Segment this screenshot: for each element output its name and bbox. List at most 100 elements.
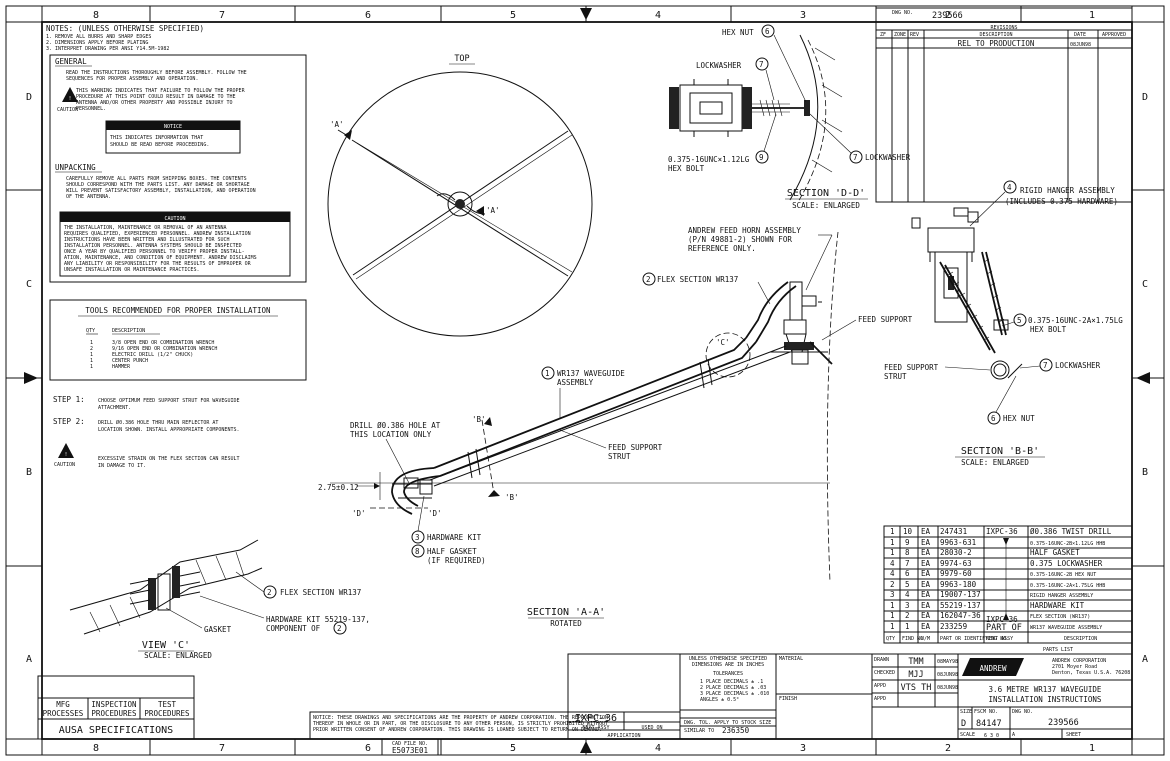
col-label: 4 (655, 10, 661, 21)
part-qty: 1 (890, 527, 895, 536)
approval-date: 08JUN98 (937, 672, 958, 678)
step-label: STEP 2: (53, 417, 85, 426)
mfg-label: PROCESSES (43, 709, 84, 718)
part-qty: 4 (890, 569, 895, 578)
part-um: EA (921, 611, 931, 620)
callout-feed-horn: REFERENCE ONLY. (688, 244, 756, 253)
warning-text: ONCE A YEAR BY QUALIFIED PERSONNEL TO VE… (64, 249, 245, 255)
balloon-8: 8 (415, 547, 420, 556)
part-number: 162047-36 (940, 611, 981, 620)
balloon-7: 7 (759, 60, 764, 69)
part-qty: 1 (890, 611, 895, 620)
part-um: EA (921, 559, 931, 568)
andrew-logo-text: ANDREW (979, 664, 1007, 673)
approval-role: CHECKED (874, 670, 895, 676)
row-label: B (26, 467, 32, 478)
dwg-no-value: 239566 (1048, 718, 1079, 728)
mfg-label: MFG (56, 700, 70, 709)
part-find: 1 (905, 622, 910, 631)
callout-drill-hole: THIS LOCATION ONLY (350, 430, 432, 439)
part-find: 6 (905, 569, 910, 578)
tool-qty: 2 (90, 346, 93, 352)
general-intro: READ THE INSTRUCTIONS THOROUGHLY BEFORE … (66, 70, 247, 76)
general-box: GENERAL READ THE INSTRUCTIONS THOROUGHLY… (49, 54, 307, 283)
notice-text: THIS INDICATES INFORMATION THAT (110, 135, 203, 141)
warning-text: INSTALLATION PERSONNEL. ANTENNA SYSTEMS … (64, 243, 242, 249)
warning-text: UNSAFE INSTALLATION OR MAINTENANCE PRACT… (64, 267, 199, 273)
part-um: EA (921, 580, 931, 589)
callout-flex-section: FLEX SECTION WR137 (657, 275, 738, 284)
part-find: 8 (905, 548, 910, 557)
caution-label: CAUTION (57, 107, 78, 113)
approval-name: MJJ (908, 670, 923, 680)
view-c-detail: 2 FLEX SECTION WR137 GASKET HARDWARE KIT… (69, 539, 370, 660)
cad-file-value: E5073E01 (392, 746, 428, 755)
part-qty: 1 (890, 548, 895, 557)
cad-file-label: CAD FILE NO. (392, 741, 428, 747)
detail-c-mark: 'C' (716, 338, 730, 347)
warning-title: CAUTION (164, 216, 185, 222)
caution-triangle-icon (62, 87, 78, 102)
balloon-5: 5 (1017, 316, 1022, 325)
section-bb-title: SECTION 'B-B' (961, 446, 1039, 457)
next-assy-label: NEXT ASSY (582, 725, 609, 731)
fscm-label: FSCM NO. (974, 709, 998, 715)
parts-list: PARTS LIST QTY FIND NO U/M PART OR IDENT… (883, 525, 1133, 653)
section-a-mark: 'A' (330, 120, 344, 129)
part-desc: RIGID HANGER ASSEMBLY (1030, 593, 1093, 599)
tool-desc: 9/16 OPEN END OR COMBINATION WRENCH (112, 346, 217, 352)
tools-col-desc: DESCRIPTION (112, 328, 145, 334)
parts-header: NEXT ASSY (986, 636, 1013, 642)
step-text: ATTACHMENT. (98, 405, 131, 411)
tolerances-title: TOLERANCES (713, 671, 743, 677)
part-desc: 0.375-16UNC-2A×1.75LG HHB (1030, 583, 1105, 589)
tools-heading: TOOLS RECOMMENDED FOR PROPER INSTALLATIO… (85, 306, 270, 315)
part-um: EA (921, 569, 931, 578)
company-address: 2701 Moyer Road (1052, 664, 1097, 670)
part-um: EA (921, 601, 931, 610)
section-aa-title: SECTION 'A-A' (527, 607, 605, 618)
top-view-title: TOP (454, 54, 469, 64)
part-find: 10 (903, 527, 913, 536)
part-qty: 2 (890, 580, 895, 589)
step-text: CHOOSE OPTIMUM FEED SUPPORT STRUT FOR WA… (98, 398, 239, 404)
part-desc: FLEX SECTION (WR137) (1030, 614, 1090, 620)
exclaim-glyph: ! (69, 96, 72, 102)
callout-feed-horn: ANDREW FEED HORN ASSEMBLY (688, 226, 801, 235)
finish-label: FINISH (779, 696, 797, 702)
tool-qty: 1 (90, 364, 93, 370)
col-label: 5 (510, 10, 516, 21)
balloon-9: 9 (759, 153, 764, 162)
part-number: 9963-180 (940, 580, 977, 589)
rev-header: ZONE (894, 32, 906, 38)
callout-hardware-kit: HARDWARE KIT 55219-137, (266, 615, 370, 624)
tolerance-line: 1 PLACE DECIMALS ± .1 (700, 679, 763, 685)
balloon-4: 4 (1007, 183, 1012, 192)
parts-part-of: PART OF (986, 623, 1022, 633)
section-b-mark: 'B' (472, 415, 486, 424)
callout-hardware-kit: HARDWARE KIT (427, 533, 482, 542)
tolerance-line: 3 PLACE DECIMALS ± .010 (700, 691, 769, 697)
inspection-label: INSPECTION (91, 700, 136, 709)
exclaim-glyph: ! (65, 452, 68, 458)
section-aa-rotated: ROTATED (550, 619, 582, 628)
row-label: D (26, 92, 32, 103)
page-code: 6 3 0 (984, 733, 999, 739)
proprietary-notice: NOTICE: THESE DRAWINGS AND SPECIFICATION… (313, 715, 608, 721)
part-um: EA (921, 548, 931, 557)
callout-feed-support-strut: FEED SUPPORT (884, 363, 939, 372)
callout-feed-support-strut: STRUT (884, 372, 907, 381)
unpacking-text: CAREFULLY REMOVE ALL PARTS FROM SHIPPING… (66, 176, 247, 182)
caution-triangle-icon (58, 443, 74, 458)
similar-to-value: 236350 (722, 726, 750, 735)
unpacking-text: SHOULD CORRESPOND WITH THE PARTS LIST. A… (66, 182, 250, 188)
caution-label: CAUTION (54, 462, 75, 468)
section-b-mark: 'B' (505, 493, 519, 502)
part-number: 247431 (940, 527, 967, 536)
step-text: LOCATION SHOWN. INSTALL APPROPRIATE COMP… (98, 427, 239, 433)
proprietary-notice: PRIOR WRITTEN CONSENT OF ANDREW CORPORAT… (313, 727, 602, 733)
title-block: NOTICE: THESE DRAWINGS AND SPECIFICATION… (309, 653, 1133, 756)
part-qty: 3 (890, 590, 895, 599)
col-label: 3 (800, 743, 806, 754)
